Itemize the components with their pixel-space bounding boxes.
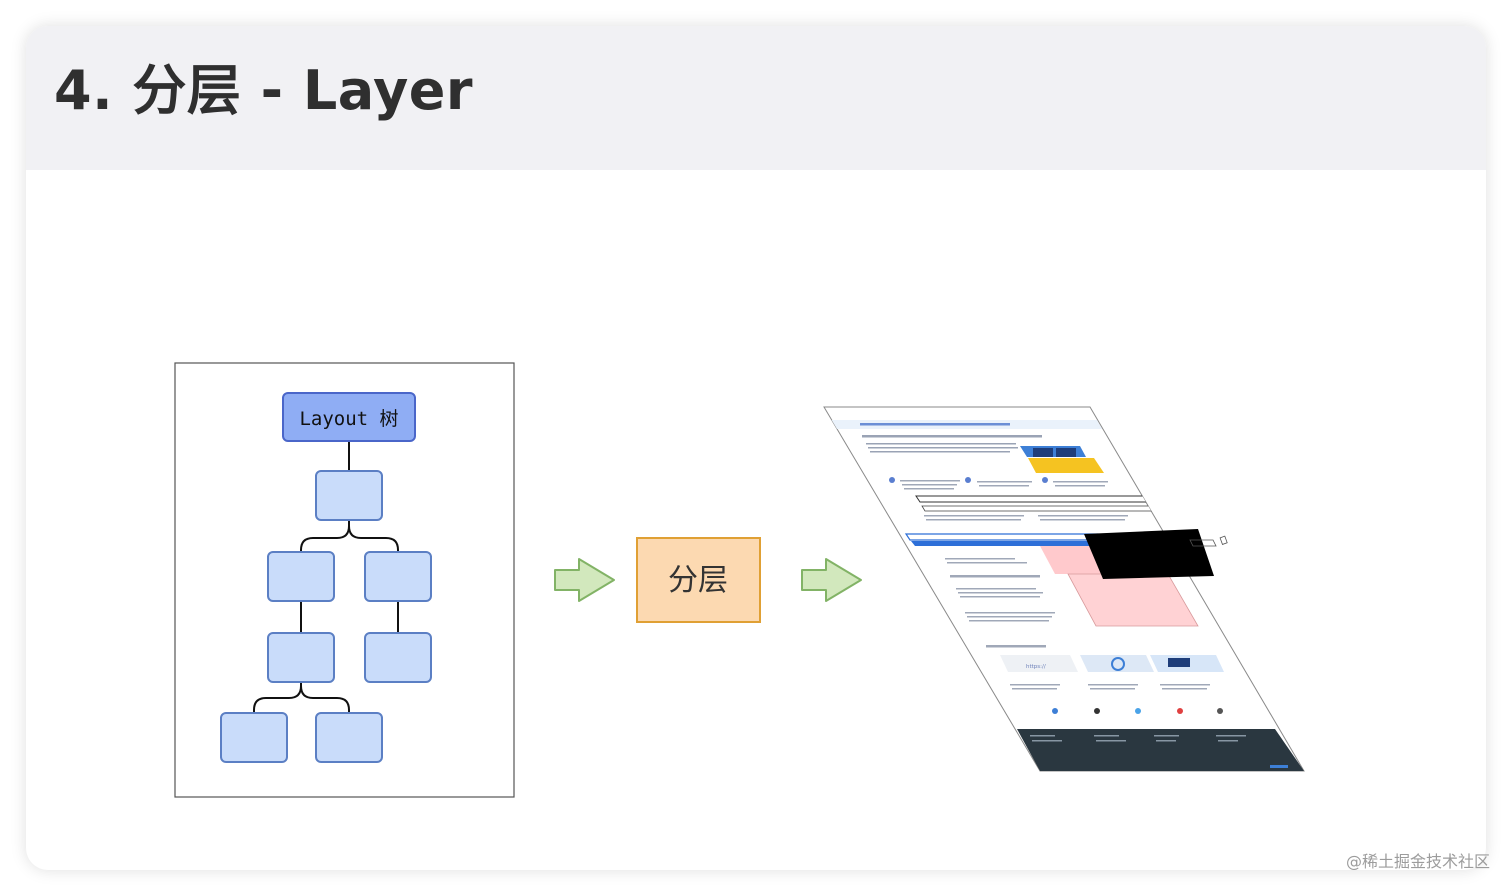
- tree-node: [267, 551, 335, 602]
- page-hero-text: [862, 435, 1042, 453]
- layering-process-label: 分层: [668, 563, 728, 598]
- layer-black-outline: [1189, 539, 1217, 547]
- page-header-link: [860, 423, 1010, 426]
- page-hero-image: [1020, 446, 1104, 473]
- page-footer-links: [1030, 735, 1288, 768]
- layered-page-illustration: https://: [823, 406, 1305, 772]
- page-lower-text: [945, 558, 1055, 648]
- layering-process-box: 分层: [636, 537, 761, 623]
- page-mid-text: [924, 515, 1128, 521]
- page-practice-images: https://: [1000, 655, 1224, 672]
- tree-root-node: Layout 树: [282, 392, 416, 442]
- slide-title: 4. 分层 - Layer: [54, 59, 474, 122]
- layer-blue-outline: [904, 533, 1104, 541]
- flow-arrow-2: [801, 558, 862, 602]
- tree-node: [364, 551, 432, 602]
- tree-child-nodes: [220, 470, 432, 763]
- page-footer: [1017, 729, 1304, 771]
- tree-node: [315, 470, 383, 521]
- page-practice-text: [1010, 684, 1210, 690]
- tree-connectors: [253, 441, 399, 713]
- tree-node: [364, 632, 432, 683]
- tree-node: [220, 712, 288, 763]
- layer-bar: [921, 505, 1169, 512]
- tree-root-label: Layout 树: [299, 408, 398, 430]
- watermark: @稀土掘金技术社区: [1345, 852, 1490, 871]
- https-text: https://: [1026, 664, 1046, 670]
- layer-small-tab: [1219, 535, 1228, 545]
- page-social-icons: [1052, 708, 1223, 714]
- page-feature-row: [889, 477, 1108, 490]
- flow-arrow-1: [554, 558, 615, 602]
- layer-bar: [915, 495, 1173, 503]
- tree-node: [315, 712, 383, 763]
- layer-black: [1084, 529, 1214, 579]
- tree-node: [267, 632, 335, 683]
- layer-blue-bar: [911, 541, 1107, 546]
- slide-header: 4. 分层 - Layer: [26, 26, 1486, 170]
